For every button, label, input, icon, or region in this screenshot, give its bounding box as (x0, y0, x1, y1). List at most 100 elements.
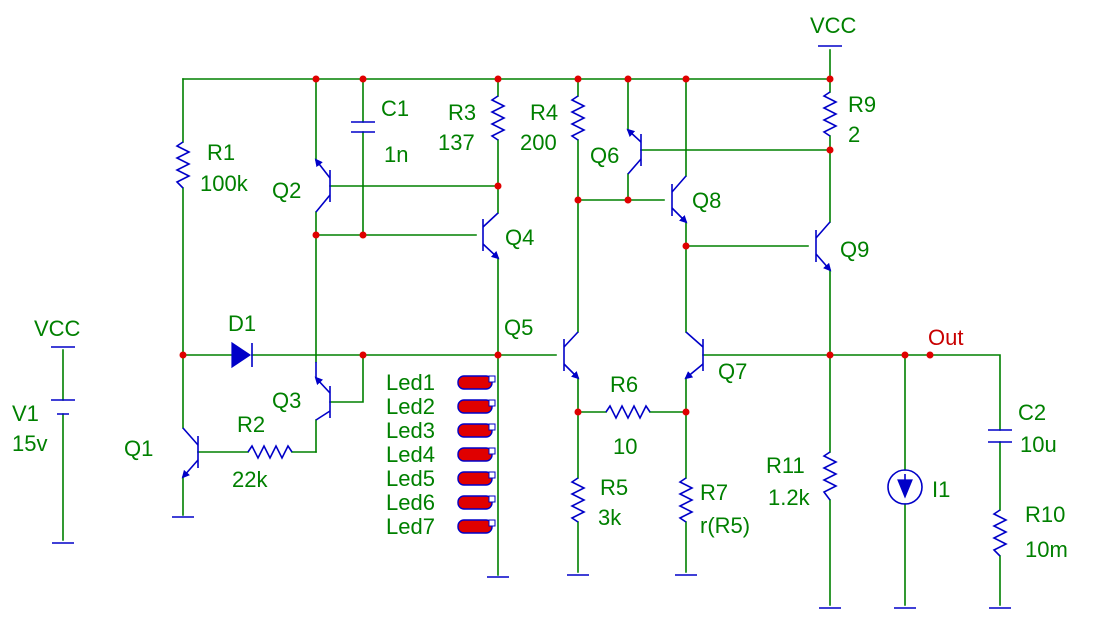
q3-symbol (314, 362, 331, 421)
r3-symbol (490, 95, 506, 141)
q4-symbol (482, 212, 500, 260)
junction-dots (179, 75, 934, 416)
r7-value-label: r(R5) (700, 513, 750, 538)
q9-label: Q9 (840, 237, 869, 262)
r5-value-label: 3k (598, 505, 622, 530)
i1-name-label: I1 (932, 477, 950, 502)
r4-symbol (570, 95, 586, 141)
r10-value-label: 10m (1025, 537, 1068, 562)
led-body (457, 495, 493, 510)
resistors (175, 91, 1008, 557)
capacitors (351, 121, 1012, 443)
q7-symbol (684, 331, 704, 380)
r9-symbol (822, 91, 838, 137)
q1-symbol (181, 427, 199, 479)
v1-name-label: V1 (12, 401, 39, 426)
c1-symbol (351, 121, 375, 133)
c2-name-label: C2 (1018, 400, 1046, 425)
vcc-bars (51, 45, 842, 348)
led-anode-marker (488, 495, 496, 503)
q6-label: Q6 (590, 143, 619, 168)
vcc-left-label: VCC (34, 316, 81, 341)
q5-label: Q5 (504, 315, 533, 340)
d1-symbol (231, 341, 253, 369)
r1-name-label: R1 (207, 140, 235, 165)
led-body (457, 375, 493, 390)
led-7: Led7 (386, 514, 496, 539)
q2-symbol (314, 158, 331, 213)
q4-label: Q4 (505, 225, 534, 250)
r7-name-label: R7 (700, 480, 728, 505)
q3-label: Q3 (272, 388, 301, 413)
led-anode-marker (488, 375, 496, 383)
component-labels: VCC VCC V1 15v R1 100k R2 22k R3 137 R4 … (12, 13, 1068, 562)
q5-symbol (563, 331, 580, 380)
led-body (457, 519, 493, 534)
r6-name-label: R6 (610, 372, 638, 397)
q1-label: Q1 (124, 436, 153, 461)
led-3: Led3 (386, 418, 496, 443)
led-1: Led1 (386, 370, 496, 395)
r5-name-label: R5 (600, 475, 628, 500)
r6-value-label: 10 (613, 434, 637, 459)
r9-value-label: 2 (848, 122, 860, 147)
r4-value-label: 200 (520, 130, 557, 155)
r10-name-label: R10 (1025, 502, 1065, 527)
led-anode-marker (488, 423, 496, 431)
led-body (457, 423, 493, 438)
r11-name-label: R11 (766, 453, 805, 478)
q2-label: Q2 (272, 178, 301, 203)
r3-value-label: 137 (438, 130, 475, 155)
ground-symbols (52, 516, 1011, 609)
led-label: Led4 (386, 442, 435, 467)
q8-symbol (671, 175, 688, 224)
out-label: Out (928, 325, 963, 350)
led-4: Led4 (386, 442, 496, 467)
q7-label: Q7 (718, 359, 747, 384)
i1-symbol (887, 469, 923, 505)
r11-value-label: 1.2k (768, 485, 811, 510)
led-label: Led7 (386, 514, 435, 539)
q9-symbol (815, 221, 832, 272)
led-anode-marker (488, 447, 496, 455)
vcc-top-label: VCC (810, 13, 857, 38)
r10-symbol (992, 509, 1008, 557)
c1-value-label: 1n (384, 142, 408, 167)
led-label: Led2 (386, 394, 435, 419)
led-label: Led1 (386, 370, 435, 395)
r11-symbol (822, 451, 838, 501)
led-5: Led5 (386, 466, 496, 491)
d1-name-label: D1 (228, 311, 256, 336)
led-body (457, 471, 493, 486)
r4-name-label: R4 (530, 100, 558, 125)
led-6: Led6 (386, 490, 496, 515)
c1-name-label: C1 (381, 96, 409, 121)
r2-symbol (247, 444, 293, 460)
r1-value-label: 100k (200, 171, 249, 196)
r5-symbol (570, 477, 586, 523)
led-anode-marker (488, 519, 496, 527)
led-anode-marker (488, 399, 496, 407)
v1-value-label: 15v (12, 431, 47, 456)
r9-name-label: R9 (848, 92, 876, 117)
c2-value-label: 10u (1020, 432, 1057, 457)
led-body (457, 399, 493, 414)
v1-symbol (51, 399, 75, 415)
transistors (181, 128, 832, 479)
led-body (457, 447, 493, 462)
q6-symbol (626, 128, 642, 175)
led-label: Led5 (386, 466, 435, 491)
led-label: Led3 (386, 418, 435, 443)
c2-symbol (988, 429, 1012, 443)
r6-symbol (605, 404, 651, 420)
led-2: Led2 (386, 394, 496, 419)
r7-symbol (678, 477, 694, 523)
q8-label: Q8 (692, 188, 721, 213)
r2-value-label: 22k (232, 467, 268, 492)
led-label: Led6 (386, 490, 435, 515)
r3-name-label: R3 (448, 100, 476, 125)
led-anode-marker (488, 471, 496, 479)
r2-name-label: R2 (237, 412, 265, 437)
